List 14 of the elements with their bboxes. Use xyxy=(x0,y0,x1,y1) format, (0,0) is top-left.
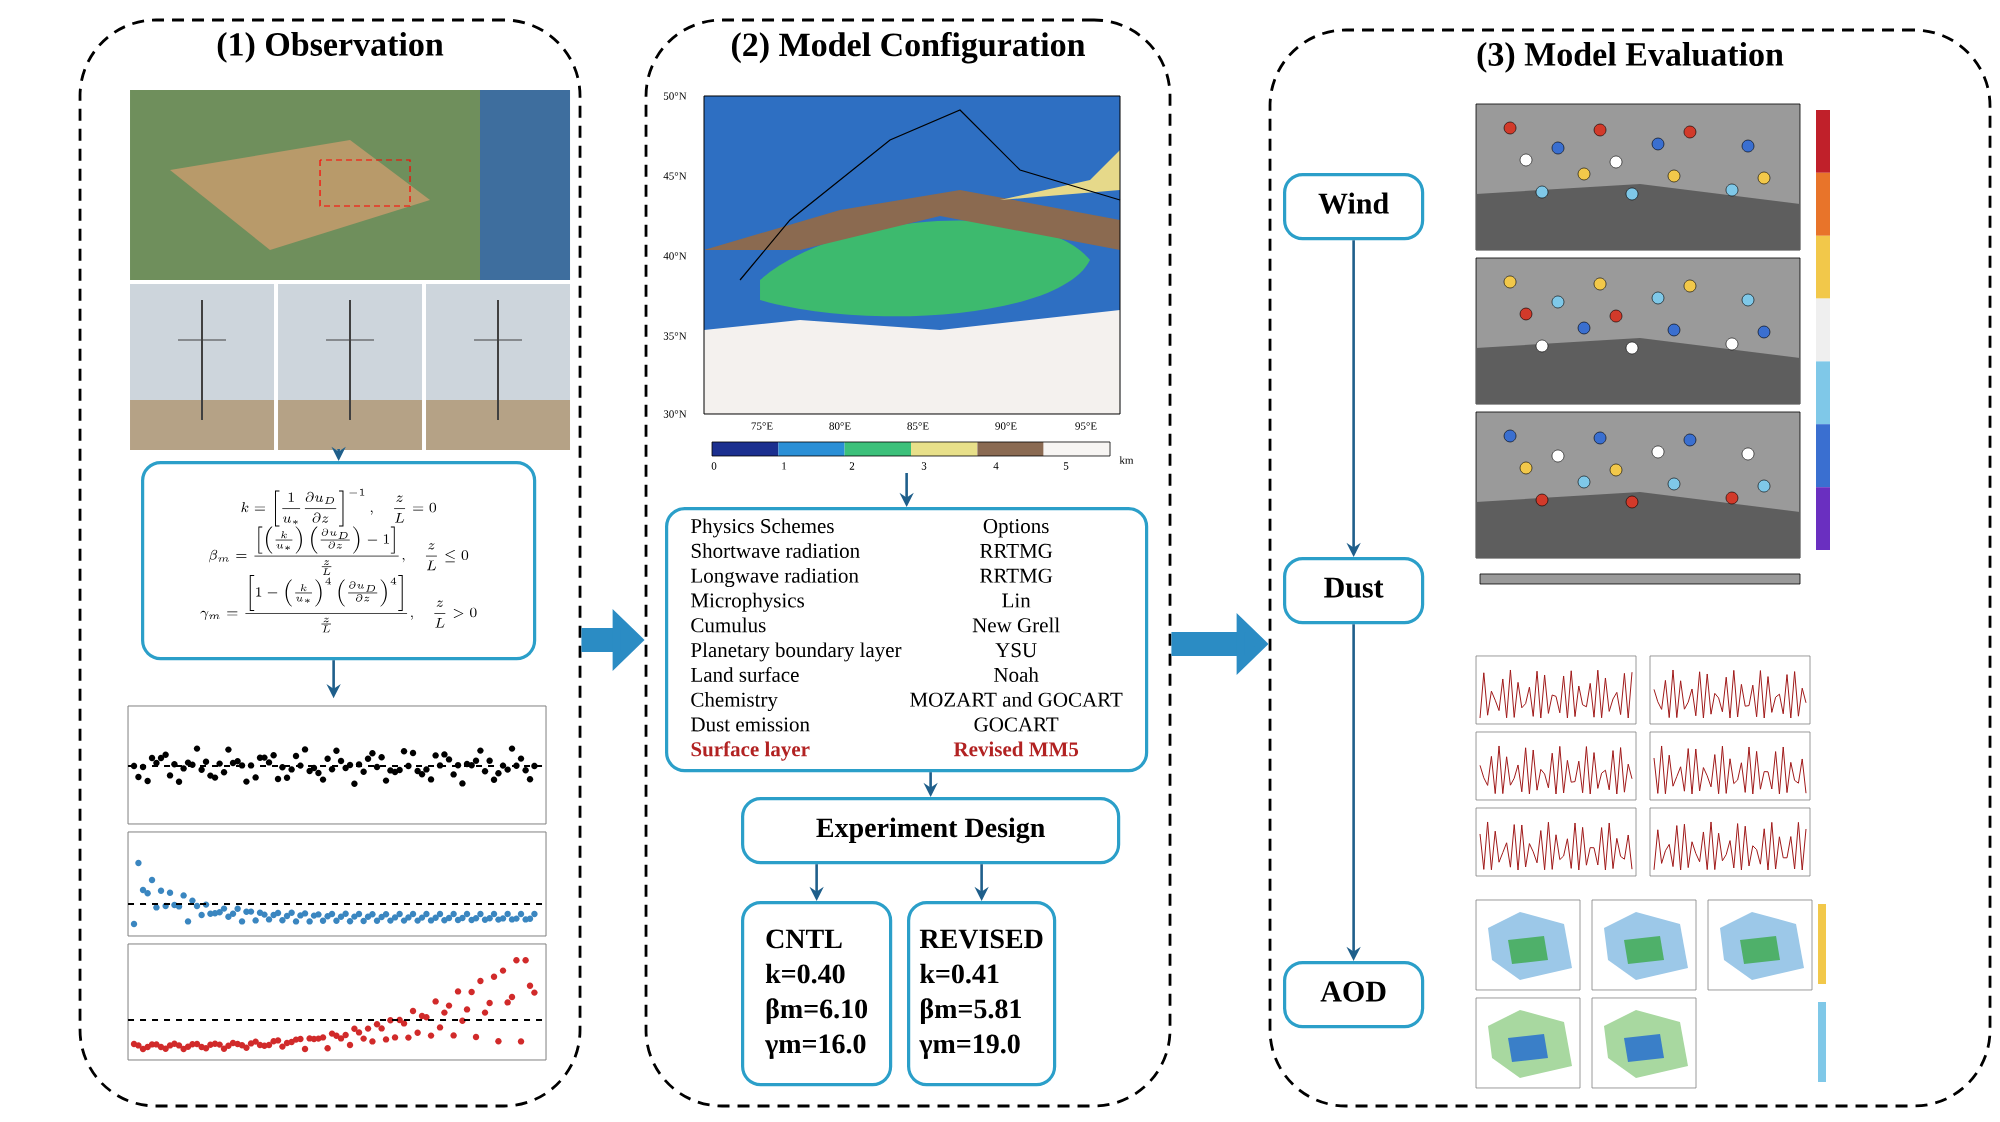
time-series-drawing xyxy=(1475,655,1811,877)
category-box: AOD xyxy=(1283,961,1425,1029)
terrain-map-drawing xyxy=(703,95,1121,457)
process-box: Experiment Design xyxy=(741,797,1121,865)
parameter-box: CNTL k=0.40 βm=6.10 γm=16.0 xyxy=(741,901,893,1087)
parameter-box: REVISED k=0.41 βm=5.81 γm=19.0 xyxy=(907,901,1057,1087)
photo-drawing xyxy=(130,90,570,450)
formula-box: $k=\left[\frac{1}{u_*}\frac{\partial u_D}{\partial z}\right]^{-1},\quad \frac{z}{L}=0$ $\beta_m=\frac{\left[\left(\frac{k}{u_*}\right)\left(\frac{\partial u_D}{\partial z}\right)-1\right]}{\frac{z}{L}},\quad \frac{z}{L}\le 0$ $\gamma_m=\frac{\left[1-\left(\frac{k}{u_*}\right)^{4}\left(\frac{\partial u_D}{\partial z}\right)^{4}\right]}{\frac{z}{L}},\quad \frac{z}{L}>0$ xyxy=(141,461,537,661)
options-table: Physics Schemes Options Shortwave radiation RRTMG Longwave radiation RRTMG Microphysics Lin Cumulus New Grell Planetary boundary layer YSU Land surface Noah Chemistry MOZART and GOCART Dust emission GOCART Surface layer Revised MM5 xyxy=(665,506,1149,773)
scatter-plot-drawing xyxy=(127,705,547,1061)
category-box: Dust xyxy=(1283,557,1425,625)
category-box: Wind xyxy=(1283,173,1425,241)
aod-map-drawing xyxy=(1475,899,1826,1089)
bias-map-drawing xyxy=(1475,103,1830,585)
